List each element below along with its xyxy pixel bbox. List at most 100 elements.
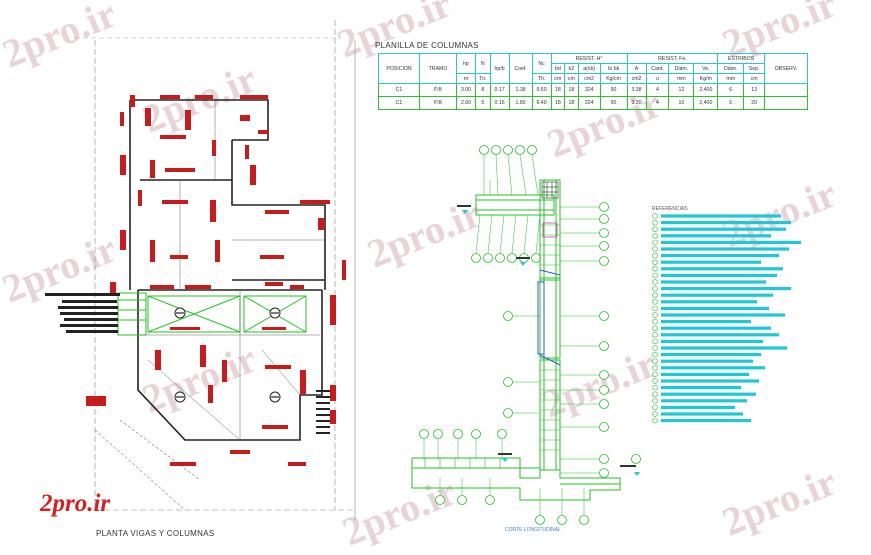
- reference-marker: [652, 233, 658, 239]
- brand-logo: 2pro.ir: [40, 490, 111, 517]
- reference-text: [661, 306, 769, 310]
- reference-text: [661, 386, 741, 390]
- cell-brk: 90: [599, 96, 628, 110]
- reference-text: [661, 366, 765, 370]
- reference-text: [661, 227, 786, 231]
- reference-marker: [652, 358, 658, 364]
- col-header-n: N: [475, 53, 491, 74]
- unit-sep: cm: [743, 73, 765, 84]
- reference-marker: [652, 246, 658, 252]
- reference-marker: [652, 292, 658, 298]
- cell-tramo: P.B: [419, 83, 457, 97]
- cell-a: 3.38: [626, 83, 647, 97]
- cell-diam: 12: [668, 83, 695, 97]
- col-header-b2: b2: [564, 63, 579, 74]
- col-header-coef: Coef.: [508, 53, 533, 84]
- cell-axb: 324: [577, 96, 601, 110]
- col-header-a: A: [626, 63, 647, 74]
- reference-text: [661, 267, 783, 271]
- reference-text: [661, 214, 781, 218]
- unit-ve: Kg/m: [693, 73, 719, 84]
- reference-text: [661, 419, 751, 423]
- reference-text: [661, 273, 777, 277]
- cell-hpb: 0.17: [489, 83, 510, 97]
- unit-diam2: mm: [717, 73, 745, 84]
- reference-marker: [652, 252, 658, 259]
- reference-marker: [652, 391, 658, 397]
- cell-diam2: 6: [717, 83, 745, 97]
- reference-marker: [652, 226, 658, 232]
- col-header-diam: Diám.: [668, 63, 695, 74]
- cell-coef: 1.38: [508, 83, 533, 97]
- cell-b2: 18: [564, 83, 579, 97]
- reference-marker: [652, 411, 658, 417]
- unit-nc: Th.: [531, 73, 552, 84]
- cell-nc: 6.40: [531, 96, 552, 110]
- reference-text: [661, 300, 757, 304]
- reference-text: [661, 372, 749, 376]
- reference-text: [661, 379, 759, 383]
- reference-text: [661, 359, 753, 363]
- reference-text: [661, 221, 791, 225]
- reference-marker: [652, 325, 658, 331]
- reference-text: [661, 320, 751, 324]
- reference-marker: [652, 213, 658, 219]
- reference-text: [661, 247, 789, 251]
- unit-cant: u: [645, 73, 670, 84]
- cell-ve: 2,400: [693, 83, 719, 97]
- cell-a: 3.30: [626, 96, 647, 110]
- unit-diam: mm: [668, 73, 695, 84]
- cell-hp: 2.60: [455, 96, 477, 110]
- unit-b2: cm: [564, 73, 579, 84]
- col-header-ve: Ve.: [693, 63, 719, 74]
- col-header-posicion: POSICION: [378, 53, 420, 84]
- reference-marker: [652, 404, 658, 411]
- col-header-resist-h: RESIST. H°: [550, 53, 628, 64]
- reference-marker: [652, 272, 658, 279]
- col-header-observ: OBSERV.: [764, 53, 808, 84]
- col-header-bd: bd: [550, 63, 566, 74]
- reference-text: [661, 254, 779, 258]
- cell-bd: 18: [550, 83, 566, 97]
- unit-axb: cm2: [577, 73, 601, 84]
- reference-marker: [652, 239, 658, 246]
- table-title: PLANILLA DE COLUMNAS: [375, 41, 479, 50]
- reference-text: [661, 326, 771, 330]
- reference-text: [661, 339, 763, 343]
- references-title: REFERENCIAS: [652, 206, 688, 212]
- col-header-tramo: TRAMO: [419, 53, 457, 84]
- cell-diam: 10: [668, 96, 695, 110]
- section-title: CORTE LONGITUDINAL: [505, 527, 561, 533]
- col-header-cant: Cant.: [645, 63, 670, 74]
- cell-n: 8: [475, 83, 491, 97]
- cell-cant: 4: [645, 96, 670, 110]
- reference-text: [661, 234, 771, 238]
- cell-axb: 324: [577, 83, 601, 97]
- cell-diam2: 6: [717, 96, 745, 110]
- reference-marker: [652, 305, 658, 312]
- reference-text: [661, 293, 773, 297]
- reference-marker: [652, 266, 658, 272]
- reference-marker: [652, 417, 658, 424]
- plan-title: PLANTA VIGAS Y COLUMNAS: [96, 529, 215, 538]
- reference-text: [661, 280, 766, 284]
- reference-marker: [652, 285, 658, 292]
- reference-marker: [652, 259, 658, 265]
- reference-text: [661, 346, 787, 350]
- reference-marker: [652, 398, 658, 404]
- reference-marker: [652, 345, 658, 351]
- cell-hp: 3.00: [455, 83, 477, 97]
- reference-text: [661, 333, 779, 337]
- col-header-diam2: Diám.: [717, 63, 745, 74]
- col-header-nc: Nc: [531, 53, 552, 74]
- reference-text: [661, 392, 756, 396]
- reference-text: [661, 287, 791, 291]
- cell-nc: 9.60: [531, 83, 552, 97]
- reference-marker: [652, 219, 658, 226]
- reference-text: [661, 313, 785, 317]
- cell-pos: C1: [378, 96, 420, 110]
- cell-observ: [764, 96, 808, 110]
